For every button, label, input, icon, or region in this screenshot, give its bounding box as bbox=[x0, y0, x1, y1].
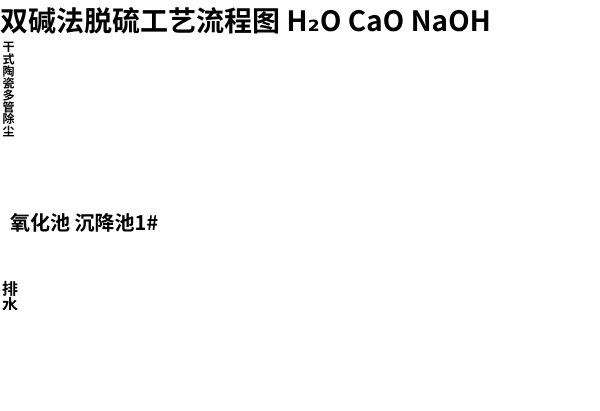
svg-text:氧化池 沉降池1#: 氧化池 沉降池1# bbox=[10, 207, 158, 236]
svg-text:排水沟: 排水沟 bbox=[0, 280, 22, 310]
